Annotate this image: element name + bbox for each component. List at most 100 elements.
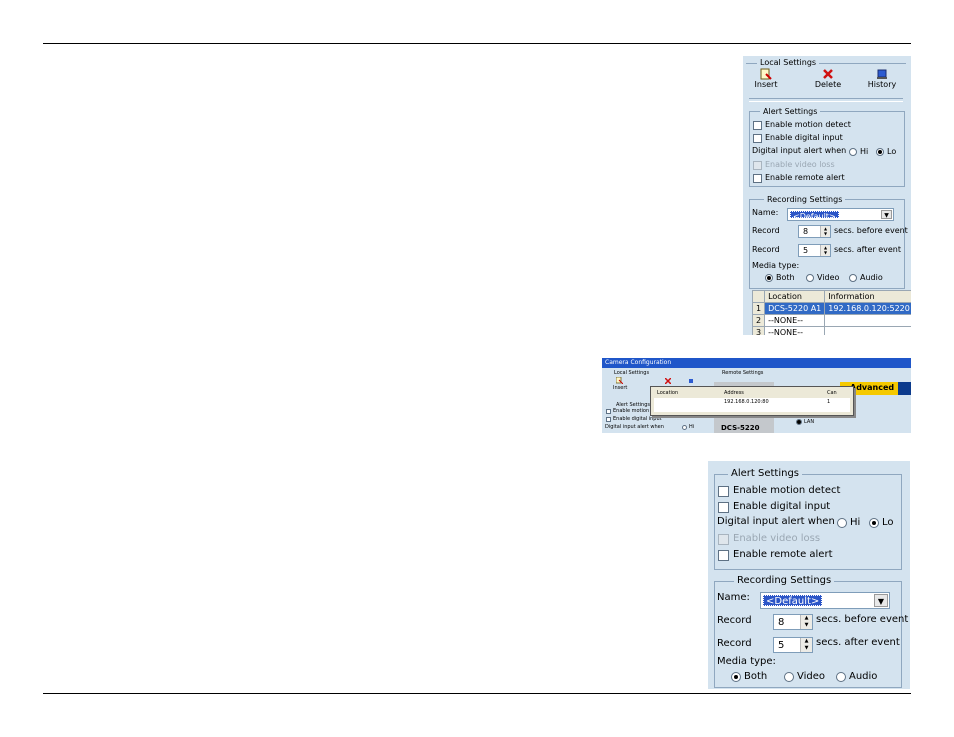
after-event-spin-buttons[interactable]: ▲▼ <box>820 245 830 256</box>
video-loss-checkbox[interactable] <box>718 534 729 545</box>
history-label: History <box>867 80 897 89</box>
digital-input-checkbox[interactable] <box>718 502 729 513</box>
mini-delete-icon <box>665 378 671 384</box>
delete-button[interactable]: Delete <box>813 68 843 89</box>
recording-settings-title: Recording Settings <box>764 195 846 204</box>
digital-input-label: Enable digital input <box>733 501 831 512</box>
alert-settings-group <box>714 474 902 570</box>
table-cell-information[interactable] <box>824 314 911 327</box>
media-video-radio[interactable] <box>784 672 794 682</box>
mini-hi-label: Hi <box>689 424 695 430</box>
name-select[interactable]: <Default> ▼ <box>760 592 890 609</box>
hi-label: Hi <box>860 147 869 156</box>
table-row[interactable]: 2 --NONE-- <box>751 314 911 327</box>
before-event-text: secs. before event <box>834 226 908 235</box>
media-type-label: Media type: <box>717 656 776 667</box>
name-select[interactable]: <Default> ▼ <box>787 208 894 221</box>
table-header-information[interactable]: Information <box>824 290 911 303</box>
name-select-value: <Default> <box>763 595 823 607</box>
table-cell-location[interactable]: --NONE-- <box>764 326 826 335</box>
alert-settings-title: Alert Settings <box>728 468 802 479</box>
table-row-number: 3 <box>751 326 766 335</box>
mini-digital-label: Enable digital input <box>613 416 662 422</box>
media-video-label: Video <box>817 273 840 282</box>
after-event-spin-buttons[interactable]: ▲▼ <box>800 638 812 652</box>
remote-alert-checkbox[interactable] <box>718 550 729 561</box>
popup-row-can: 1 <box>827 399 831 405</box>
video-loss-checkbox[interactable] <box>753 161 762 170</box>
record-before-label: Record <box>752 226 780 235</box>
table-row[interactable]: 1 DCS-5220 A1 192.168.0.120:5220 <box>751 302 911 315</box>
top-settings-panel: Local Settings Insert Delete History Ale… <box>743 56 911 335</box>
insert-label: Insert <box>754 80 778 89</box>
table-cell-information[interactable] <box>824 326 911 335</box>
table-row-number: 1 <box>751 302 766 315</box>
after-event-text: secs. after event <box>816 637 900 648</box>
camera-table: Location Information 1 DCS-5220 A1 192.1… <box>751 290 911 335</box>
mini-remote-settings: Remote Settings <box>722 370 764 376</box>
lo-label: Lo <box>882 517 894 528</box>
insert-icon <box>760 68 772 80</box>
hi-radio[interactable] <box>837 518 847 528</box>
chevron-down-icon[interactable]: ▼ <box>881 210 892 219</box>
motion-detect-checkbox[interactable] <box>753 121 762 130</box>
media-both-radio[interactable] <box>731 672 741 682</box>
lo-label: Lo <box>887 147 897 156</box>
table-cell-location[interactable]: --NONE-- <box>764 314 826 327</box>
tab-advanced[interactable]: Advanced <box>840 382 898 395</box>
delete-icon <box>823 69 833 79</box>
table-cell-location[interactable]: DCS-5220 A1 <box>764 302 826 315</box>
chevron-down-icon[interactable]: ▼ <box>874 594 888 607</box>
lan-radio[interactable] <box>796 419 802 425</box>
mini-local-settings: Local Settings <box>614 370 650 376</box>
lo-radio[interactable] <box>876 148 884 156</box>
name-label: Name: <box>717 592 750 603</box>
table-header-location[interactable]: Location <box>764 290 826 303</box>
mini-digital-checkbox[interactable] <box>606 417 611 422</box>
video-loss-label: Enable video loss <box>765 160 835 169</box>
history-icon <box>877 69 887 79</box>
mini-history-icon <box>689 379 693 383</box>
popup-header-address[interactable]: Address <box>724 390 744 396</box>
bottom-rule <box>43 693 911 694</box>
motion-detect-checkbox[interactable] <box>718 486 729 497</box>
mini-alert-settings: Alert Settings <box>616 402 650 408</box>
camera-list-popup: Location Address Can 192.168.0.120:80 1 <box>650 386 854 416</box>
popup-header-location[interactable]: Location <box>657 390 679 396</box>
media-both-radio[interactable] <box>765 274 773 282</box>
after-event-value: 5 <box>803 246 809 255</box>
after-event-stepper[interactable]: 5 ▲▼ <box>798 244 831 257</box>
record-after-label: Record <box>717 638 752 649</box>
before-event-stepper[interactable]: 8 ▲▼ <box>773 614 813 630</box>
before-event-stepper[interactable]: 8 ▲▼ <box>798 225 831 238</box>
table-row[interactable]: 3 --NONE-- <box>751 326 911 335</box>
hi-radio[interactable] <box>849 148 857 156</box>
before-event-spin-buttons[interactable]: ▲▼ <box>800 615 812 629</box>
lo-radio[interactable] <box>869 518 879 528</box>
name-label: Name: <box>752 208 779 217</box>
popup-row[interactable]: 192.168.0.120:80 1 <box>654 398 850 412</box>
remote-alert-checkbox[interactable] <box>753 174 762 183</box>
media-audio-radio[interactable] <box>836 672 846 682</box>
mini-motion-checkbox[interactable] <box>606 409 611 414</box>
insert-button[interactable]: Insert <box>751 68 781 89</box>
history-button[interactable]: History <box>865 68 899 89</box>
digital-input-label: Enable digital input <box>765 133 843 142</box>
toolbar-divider <box>749 98 903 102</box>
alert-when-label: Digital input alert when <box>717 516 835 527</box>
mini-insert-label: Insert <box>613 385 628 391</box>
table-cell-information[interactable]: 192.168.0.120:5220 <box>824 302 911 315</box>
mini-motion-label: Enable motion detect <box>613 408 667 414</box>
digital-input-checkbox[interactable] <box>753 134 762 143</box>
record-after-label: Record <box>752 245 780 254</box>
popup-header-can[interactable]: Can <box>827 390 837 396</box>
media-both-label: Both <box>776 273 795 282</box>
record-before-label: Record <box>717 615 752 626</box>
before-event-spin-buttons[interactable]: ▲▼ <box>820 226 830 237</box>
hi-label: Hi <box>850 517 861 528</box>
media-audio-radio[interactable] <box>849 274 857 282</box>
media-video-radio[interactable] <box>806 274 814 282</box>
mini-hi-radio[interactable] <box>682 425 687 430</box>
media-video-label: Video <box>797 671 826 682</box>
after-event-stepper[interactable]: 5 ▲▼ <box>773 637 813 653</box>
